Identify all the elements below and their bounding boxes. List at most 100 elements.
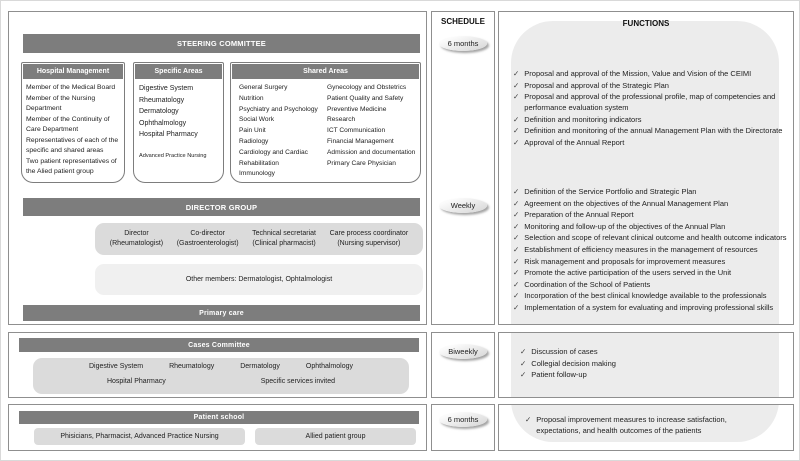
function-item-text: Monitoring and follow-up of the objectiv… [524, 221, 726, 231]
function-item-text: Proposal and approval of the Mission, Va… [524, 69, 752, 78]
function-item: ✓ Discussion of cases [520, 346, 780, 357]
shared-areas-item: Pain Unit [239, 127, 266, 135]
function-item: ✓ Coordination of the School of Patients [513, 279, 789, 290]
cases-service: Hospital Pharmacy [106, 378, 166, 385]
check-icon: ✓ [513, 244, 520, 254]
check-icon: ✓ [513, 198, 520, 208]
specific-areas-item: Dermatology [139, 108, 179, 115]
check-icon: ✓ [525, 415, 532, 424]
shared-areas-item: Psychiatry and Psychology [239, 105, 318, 113]
shared-areas-item: Financial Management [327, 137, 394, 145]
function-item-text: Coordination of the School of Patients [524, 279, 651, 289]
specific-areas-item: Hospital Pharmacy [139, 131, 198, 138]
function-item: ✓ Definition and monitoring of the annua… [513, 125, 785, 136]
check-icon: ✓ [520, 370, 527, 380]
function-item: ✓ Agreement on the objectives of the Ann… [513, 198, 789, 209]
shared-areas-header: Shared Areas [232, 64, 419, 79]
function-item: ✓ Preparation of the Annual Report [513, 209, 789, 220]
shared-areas-item: Research [327, 116, 356, 124]
check-icon: ✓ [513, 221, 520, 231]
function-item-text: Discussion of cases [531, 347, 598, 356]
hospital-management-header: Hospital Management [23, 64, 123, 79]
function-item: ✓ Approval of the Annual Report [513, 137, 785, 148]
check-icon: ✓ [520, 358, 527, 368]
check-icon: ✓ [513, 126, 520, 136]
hospital-management-box: Hospital Management Member of the Medica… [21, 62, 125, 183]
function-item: ✓ Implementation of a system for evaluat… [513, 302, 789, 313]
cases-service: Ophthalmology [305, 363, 353, 370]
cases-service: Dermatology [240, 363, 280, 370]
functions-list-cases: ✓ Discussion of cases ✓ Collegial decisi… [520, 346, 780, 381]
function-item: ✓ Risk management and proposals for impr… [513, 256, 789, 267]
cases-services-row2: Hospital Pharmacy Specific services invit… [33, 378, 409, 385]
shared-areas-item: Radiology [239, 137, 269, 145]
director-role: Co-director (Gastroenterologist) [176, 230, 239, 247]
check-icon: ✓ [513, 210, 520, 220]
functions-panel-middle: ✓ Discussion of cases ✓ Collegial decisi… [498, 332, 794, 398]
check-icon: ✓ [513, 302, 520, 312]
schedule-badge-steering: 6 months [439, 36, 487, 51]
hospital-management-item: Member of the Nursing Department [26, 94, 96, 113]
specific-areas-item-small: Advanced Practice Nursing [139, 153, 207, 159]
cases-service: Specific services invited [260, 378, 336, 385]
function-item-text: Proposal improvement measures to increas… [536, 415, 727, 435]
patient-school-header: Patient school [19, 411, 419, 424]
specific-areas-item: Digestive System [139, 85, 194, 92]
shared-areas-item: General Surgery [239, 84, 288, 91]
function-item: ✓ Establishment of efficiency measures i… [513, 244, 789, 255]
functions-list-director: ✓ Definition of the Service Portfolio an… [513, 186, 789, 314]
function-item-text: Proposal and approval of the Strategic P… [524, 80, 669, 90]
shared-areas-item: Admission and documentation [327, 148, 416, 156]
function-item-text: Patient follow-up [531, 370, 587, 380]
function-item: ✓ Proposal and approval of the Strategic… [513, 80, 785, 91]
steering-director-panel: STEERING COMMITTEE Hospital Management M… [8, 11, 427, 325]
function-item-text: Definition and monitoring of the annual … [524, 126, 783, 136]
function-item: ✓ Promote the active participation of th… [513, 267, 789, 278]
shared-areas-item: Gynecology and Obstetrics [327, 84, 407, 91]
schedule-panel-bottom: 6 months [431, 404, 495, 451]
allied-patient-group-box: Allied patient group [255, 428, 416, 445]
function-item-text: Preparation of the Annual Report [524, 210, 634, 220]
check-icon: ✓ [513, 233, 520, 243]
director-role: Director (Rheumatologist) [109, 230, 164, 247]
primary-care-header: Primary care [23, 305, 420, 321]
function-item-text: Promote the active participation of the … [524, 268, 732, 278]
hospital-management-item: Member of the Continuity of Care Departm… [26, 115, 110, 134]
specific-areas-header: Specific Areas [135, 64, 222, 79]
schedule-title: SCHEDULE [440, 17, 485, 26]
shared-areas-item: Nutrition [239, 94, 264, 102]
shared-areas-item: Immunology [239, 170, 275, 178]
check-icon: ✓ [513, 268, 520, 278]
functions-list-steering: ✓ Proposal and approval of the Mission, … [513, 68, 785, 149]
functions-list-patient-school: ✓ Proposal improvement measures to incre… [525, 414, 753, 437]
function-item: ✓ Selection and scope of relevant clinic… [513, 232, 789, 243]
function-item-text: Risk management and proposals for improv… [524, 256, 726, 266]
schedule-badge-patient-school: 6 months [439, 412, 487, 427]
other-members-box: Other members: Dermatologist, Ophtalmolo… [95, 264, 423, 295]
shared-areas-item: Social Work [239, 116, 275, 124]
schedule-panel-middle: Biweekly [431, 332, 495, 398]
function-item-text: Definition and monitoring indicators [524, 114, 642, 124]
cases-service: Rheumatology [169, 363, 215, 370]
function-item: ✓ Incorporation of the best clinical kno… [513, 290, 789, 301]
specific-areas-item: Rheumatology [139, 96, 185, 104]
functions-background-shape [511, 333, 779, 397]
hospital-management-item: Representatives of each of the specific … [26, 136, 119, 155]
shared-areas-item: Preventive Medicine [327, 105, 387, 113]
function-item: ✓ Definition and monitoring indicators [513, 114, 785, 125]
function-item: ✓ Collegial decision making [520, 358, 780, 369]
function-item-text: Definition of the Service Portfolio and … [524, 187, 697, 196]
function-item-text: Incorporation of the best clinical knowl… [524, 291, 767, 301]
functions-panel-top: FUNCTIONS ✓ Proposal and approval of the… [498, 11, 794, 325]
check-icon: ✓ [513, 92, 520, 102]
hospital-management-item: Two patient representatives of the Alied… [26, 157, 117, 176]
patient-school-staff-box: Phisicians, Pharmacist, Advanced Practic… [34, 428, 245, 445]
check-icon: ✓ [513, 80, 520, 90]
function-item-text: Collegial decision making [531, 358, 616, 368]
check-icon: ✓ [513, 279, 520, 289]
